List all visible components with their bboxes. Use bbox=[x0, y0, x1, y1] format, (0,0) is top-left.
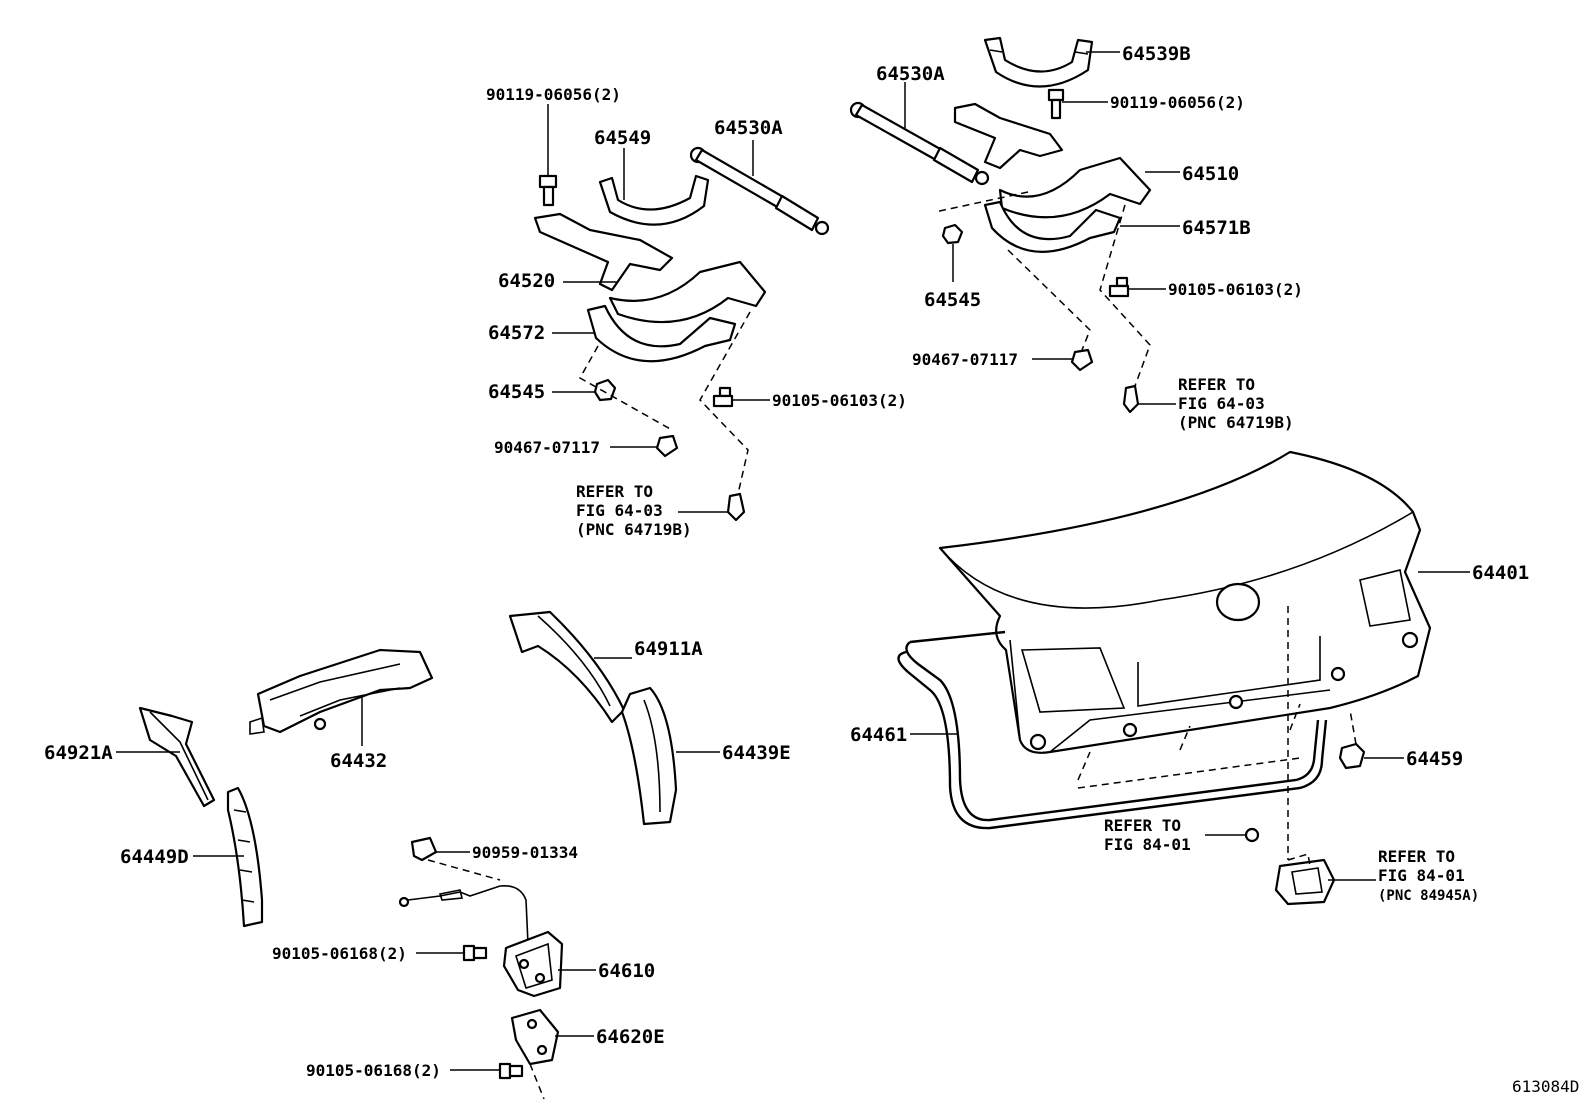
label-64432: 64432 bbox=[330, 750, 387, 772]
part-64510 bbox=[953, 102, 1180, 219]
label-64921A: 64921A bbox=[44, 742, 113, 764]
refer-note-left-line2: FIG 64-03 bbox=[576, 501, 663, 520]
right-hinge-assembly bbox=[849, 36, 1180, 414]
refer-note-right-line1: REFER TO bbox=[1178, 375, 1255, 394]
label-90467-left: 90467-07117 bbox=[494, 438, 600, 457]
label-64459: 64459 bbox=[1406, 748, 1463, 770]
label-90467-right: 90467-07117 bbox=[912, 350, 1018, 369]
part-64432 bbox=[249, 648, 434, 746]
refer-note-84-a-line2: FIG 84-01 bbox=[1104, 835, 1191, 854]
bolt-90105-06103-left bbox=[712, 386, 770, 408]
bolt-90119-right bbox=[1047, 88, 1108, 120]
bolt-90105-06168-b bbox=[450, 1062, 545, 1099]
label-64520: 64520 bbox=[498, 270, 555, 292]
part-64520 bbox=[533, 212, 767, 324]
clip-90467-right bbox=[1032, 348, 1094, 372]
label-64530A-left: 64530A bbox=[714, 117, 783, 139]
part-64921A bbox=[116, 706, 216, 808]
trunk-switch bbox=[1274, 853, 1376, 906]
bolt-90119-left bbox=[538, 104, 558, 207]
part-64439E bbox=[620, 686, 720, 826]
label-90105-06168-a: 90105-06168(2) bbox=[272, 944, 407, 963]
clip-90467-left bbox=[610, 434, 679, 458]
label-64539B: 64539B bbox=[1122, 43, 1191, 65]
label-64545-left: 64545 bbox=[488, 381, 545, 403]
refer-note-84-b-line1: REFER TO bbox=[1378, 847, 1455, 866]
label-64401: 64401 bbox=[1472, 562, 1529, 584]
strut-64530A-right bbox=[849, 82, 990, 186]
label-64545-right: 64545 bbox=[924, 289, 981, 311]
part-labels: 64539B 64530A 90119-06056(2) 64510 64571… bbox=[44, 43, 1529, 1080]
part-90959-01334 bbox=[410, 836, 501, 881]
label-64449D: 64449D bbox=[120, 846, 189, 868]
label-64571B: 64571B bbox=[1182, 217, 1251, 239]
part-64911A bbox=[508, 610, 632, 724]
part-64572 bbox=[552, 304, 737, 363]
left-hinge-assembly bbox=[533, 104, 830, 522]
cushion-64545-left bbox=[552, 378, 617, 402]
part-64539B bbox=[983, 36, 1120, 88]
label-90959-01334: 90959-01334 bbox=[472, 843, 578, 862]
lock-cable bbox=[398, 884, 529, 945]
label-90105-06168-b: 90105-06168(2) bbox=[306, 1061, 441, 1080]
clip-refer-84-01 bbox=[1205, 827, 1260, 843]
figure-code: 613084D bbox=[1512, 1077, 1579, 1096]
refer-note-right-line2: FIG 64-03 bbox=[1178, 394, 1265, 413]
refer-note-left-line1: REFER TO bbox=[576, 482, 653, 501]
label-64510: 64510 bbox=[1182, 163, 1239, 185]
label-64549: 64549 bbox=[594, 127, 651, 149]
trunk-lid-64401 bbox=[938, 450, 1470, 860]
label-64572: 64572 bbox=[488, 322, 545, 344]
clip-refer-right bbox=[1122, 384, 1176, 414]
part-64549 bbox=[598, 148, 710, 226]
strut-64530A-left bbox=[689, 140, 830, 236]
part-64610 bbox=[502, 930, 596, 998]
refer-note-right-line3: (PNC 64719B) bbox=[1178, 413, 1294, 432]
label-64911A: 64911A bbox=[634, 638, 703, 660]
refer-note-left-line3: (PNC 64719B) bbox=[576, 520, 692, 539]
label-90119-right: 90119-06056(2) bbox=[1110, 93, 1245, 112]
refer-note-84-a-line1: REFER TO bbox=[1104, 816, 1181, 835]
refer-note-84-b-line2: FIG 84-01 bbox=[1378, 866, 1465, 885]
part-64571B bbox=[983, 200, 1180, 253]
bolt-90105-06168-a bbox=[416, 944, 488, 962]
label-64439E: 64439E bbox=[722, 742, 791, 764]
label-64461: 64461 bbox=[850, 724, 907, 746]
label-64610: 64610 bbox=[598, 960, 655, 982]
reference-notes: REFER TO FIG 64-03 (PNC 64719B) REFER TO… bbox=[576, 375, 1479, 904]
label-90105-06103-left: 90105-06103(2) bbox=[772, 391, 907, 410]
refer-note-84-b-line3: (PNC 84945A) bbox=[1378, 888, 1479, 904]
cushion-64459 bbox=[1338, 709, 1404, 770]
clip-refer-left bbox=[678, 492, 746, 522]
bolt-90105-06103-right bbox=[1108, 276, 1166, 298]
part-64620E bbox=[510, 1008, 594, 1066]
label-90119-left: 90119-06056(2) bbox=[486, 85, 621, 104]
label-90105-06103-right: 90105-06103(2) bbox=[1168, 280, 1303, 299]
label-64620E: 64620E bbox=[596, 1026, 665, 1048]
part-64449D bbox=[193, 786, 264, 928]
label-64530A-right: 64530A bbox=[876, 63, 945, 85]
weatherstrip-64461 bbox=[897, 630, 1328, 830]
cushion-64545-right bbox=[941, 223, 964, 282]
